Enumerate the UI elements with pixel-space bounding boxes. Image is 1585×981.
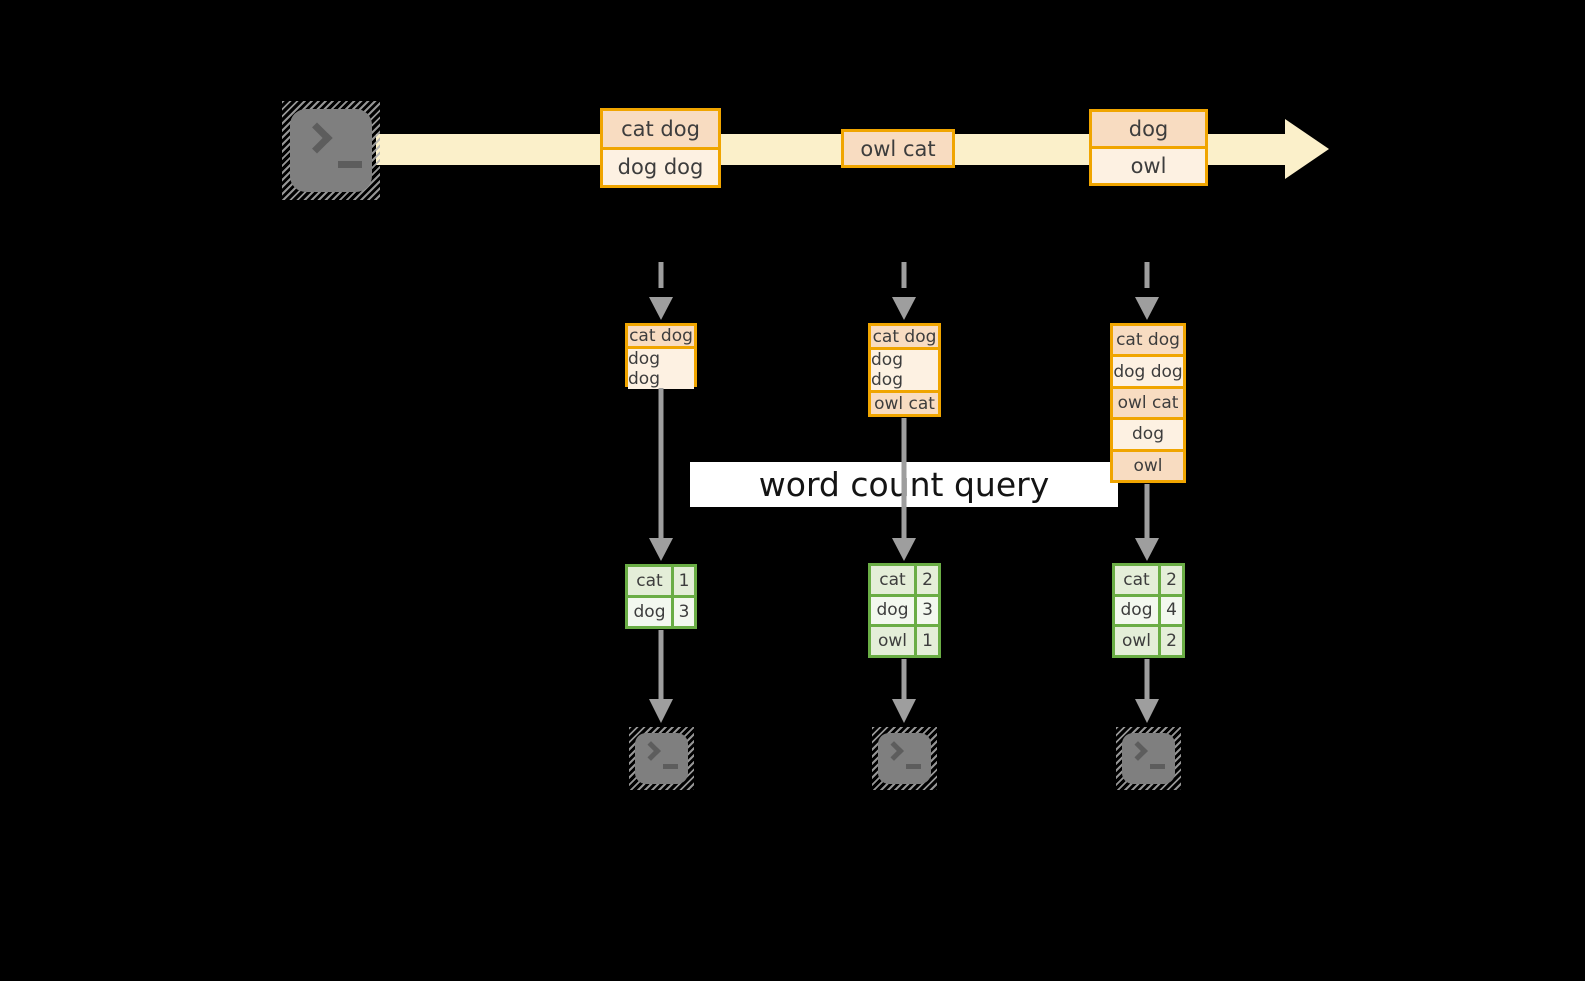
prompt-underscore-icon: [1150, 764, 1165, 769]
stream-message-2: owl cat: [841, 129, 955, 168]
count-word: owl: [871, 627, 914, 655]
buffer-line: cat dog: [871, 326, 938, 347]
prompt-chevron-icon: [641, 741, 661, 761]
message-line: dog: [1092, 112, 1205, 146]
buffer-line: owl cat: [871, 390, 938, 414]
terminal-icon-body: [1122, 733, 1175, 784]
buffer-line: dog: [1113, 417, 1183, 449]
buffer-stack-3: cat dog dog dog owl cat dog owl: [1110, 323, 1186, 483]
count-word: cat: [871, 566, 914, 594]
count-table-2: cat 2 dog 3 owl 1: [868, 563, 941, 658]
message-line: owl: [1092, 146, 1205, 183]
buffer-line: owl cat: [1113, 385, 1183, 418]
prompt-chevron-icon: [884, 741, 904, 761]
count-value: 1: [917, 627, 938, 655]
terminal-icon-body: [878, 733, 931, 784]
buffer-line: owl: [1113, 448, 1183, 481]
stream-band-arrowhead-icon: [1285, 119, 1329, 179]
prompt-chevron-icon: [301, 122, 333, 154]
count-value: 2: [917, 566, 938, 594]
prompt-underscore-icon: [906, 764, 921, 769]
ingest-arrow-dashed: [649, 262, 1159, 320]
buffer-line: dog dog: [1113, 354, 1183, 386]
terminal-icon-body: [635, 733, 688, 784]
terminal-icon: [1116, 727, 1181, 790]
count-value: 4: [1161, 596, 1182, 625]
buffer-line: dog dog: [628, 346, 694, 389]
count-word: cat: [628, 567, 671, 595]
message-line: cat dog: [603, 111, 718, 147]
count-word: owl: [1115, 627, 1158, 655]
count-word: dog: [871, 596, 914, 625]
buffer-line: cat dog: [1113, 326, 1183, 355]
count-word: dog: [1115, 596, 1158, 625]
prompt-underscore-icon: [663, 764, 678, 769]
count-value: 3: [917, 596, 938, 625]
terminal-icon: [282, 101, 380, 200]
count-value: 2: [1161, 566, 1182, 594]
message-line: dog dog: [603, 146, 718, 185]
buffer-line: dog dog: [871, 347, 938, 390]
query-label: word count query: [690, 462, 1118, 507]
count-table-3: cat 2 dog 4 owl 2: [1112, 563, 1185, 658]
prompt-chevron-icon: [1128, 741, 1148, 761]
buffer-stack-2: cat dog dog dog owl cat: [868, 323, 941, 417]
terminal-icon: [872, 727, 937, 790]
count-value: 3: [674, 598, 694, 626]
terminal-icon: [629, 727, 694, 790]
message-line: owl cat: [844, 132, 952, 165]
count-table-1: cat 1 dog 3: [625, 564, 697, 629]
count-value: 2: [1161, 627, 1182, 655]
count-word: dog: [628, 598, 671, 626]
stream-message-1: cat dog dog dog: [600, 108, 721, 188]
count-word: cat: [1115, 566, 1158, 594]
buffer-line: cat dog: [628, 326, 694, 346]
count-value: 1: [674, 567, 694, 595]
buffer-stack-1: cat dog dog dog: [625, 323, 697, 389]
terminal-icon-body: [290, 109, 372, 192]
prompt-underscore-icon: [338, 161, 362, 168]
stream-message-3: dog owl: [1089, 109, 1208, 186]
